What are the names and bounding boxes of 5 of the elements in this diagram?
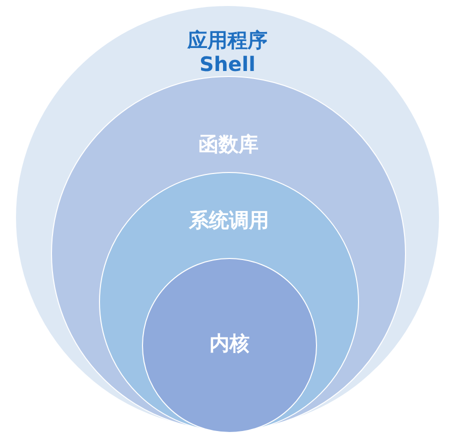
layer-label: 函数库 xyxy=(198,132,258,156)
layer-label: Shell xyxy=(200,52,256,76)
layer-label: 内核 xyxy=(210,331,250,355)
layer-label: 应用程序 xyxy=(188,28,268,52)
layer-label: 系统调用 xyxy=(189,208,269,232)
